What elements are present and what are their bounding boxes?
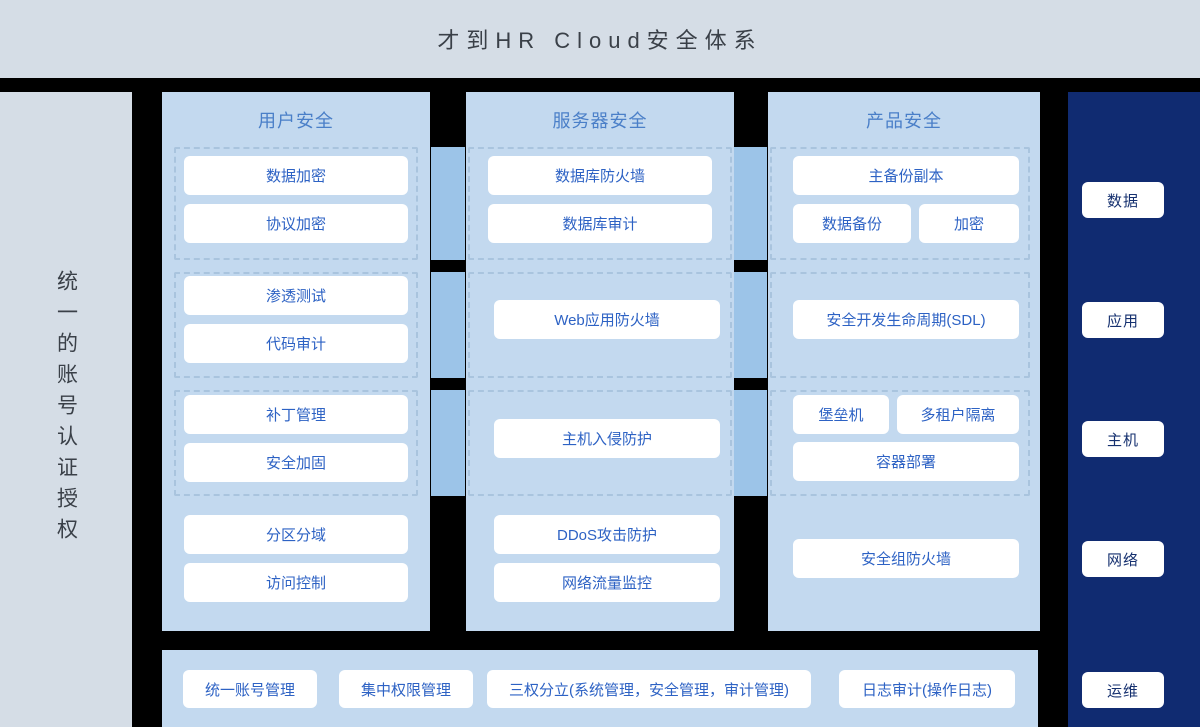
item-data-encryption[interactable]: 数据加密 [184,156,408,195]
item-primary-backup-replica[interactable]: 主备份副本 [793,156,1019,195]
layer-pill-host[interactable]: 主机 [1082,421,1164,457]
group-col1-row1 [174,147,418,260]
column-product-security: 产品安全 主备份副本 数据备份 加密 安全开发生命周期(SDL) 堡垒机 多租户… [768,92,1040,631]
group-col2-row1 [468,147,732,260]
right-sidebar-layers: 数据 应用 主机 网络 运维 [1068,92,1200,727]
item-unified-account-management[interactable]: 统一账号管理 [183,670,317,708]
item-separation-of-three-powers[interactable]: 三权分立(系统管理，安全管理，审计管理) [487,670,811,708]
left-sidebar-unified-auth: 统一的账号认证授权 [0,92,132,727]
connector-strip-col2-col3-row3 [733,390,767,496]
layer-pill-operations[interactable]: 运维 [1082,672,1164,708]
security-columns-area: 用户安全 数据加密 协议加密 渗透测试 代码审计 补丁管理 安全加固 分区分域 … [162,92,1040,631]
item-encryption[interactable]: 加密 [919,204,1019,243]
item-security-hardening[interactable]: 安全加固 [184,443,408,482]
group-col3-row3 [770,390,1030,496]
item-access-control[interactable]: 访问控制 [184,563,408,602]
item-multi-tenant-isolation[interactable]: 多租户隔离 [897,395,1019,434]
item-host-intrusion-prevention[interactable]: 主机入侵防护 [494,419,720,458]
item-ddos-protection[interactable]: DDoS攻击防护 [494,515,720,554]
layer-pill-application[interactable]: 应用 [1082,302,1164,338]
left-sidebar-label: 统一的账号认证授权 [54,270,78,549]
layer-pill-data[interactable]: 数据 [1082,182,1164,218]
connector-strip-col2-col3-row2 [733,272,767,378]
item-bastion-host[interactable]: 堡垒机 [793,395,889,434]
item-protocol-encryption[interactable]: 协议加密 [184,204,408,243]
group-col1-row3 [174,390,418,496]
column-header-product-security: 产品安全 [866,110,942,131]
group-col3-row1 [770,147,1030,260]
page-header: 才到HR Cloud安全体系 [0,0,1200,78]
group-col2-row3 [468,390,732,496]
group-col2-row2 [468,272,732,378]
item-database-firewall[interactable]: 数据库防火墙 [488,156,712,195]
item-code-audit[interactable]: 代码审计 [184,324,408,363]
item-data-backup[interactable]: 数据备份 [793,204,911,243]
column-server-security: 服务器安全 数据库防火墙 数据库审计 Web应用防火墙 主机入侵防护 DDoS攻… [466,92,734,631]
column-user-security: 用户安全 数据加密 协议加密 渗透测试 代码审计 补丁管理 安全加固 分区分域 … [162,92,430,631]
connector-strip-col2-col3-row1 [733,147,767,260]
group-col1-row2 [174,272,418,378]
item-log-audit[interactable]: 日志审计(操作日志) [839,670,1015,708]
connector-strip-col1-col2-row3 [431,390,465,496]
page-title: 才到HR Cloud安全体系 [437,28,763,53]
column-header-user-security: 用户安全 [258,110,334,131]
column-header-server-security: 服务器安全 [552,110,648,131]
item-secure-development-lifecycle[interactable]: 安全开发生命周期(SDL) [793,300,1019,339]
item-zone-partitioning[interactable]: 分区分域 [184,515,408,554]
item-web-application-firewall[interactable]: Web应用防火墙 [494,300,720,339]
connector-strip-col1-col2-row1 [431,147,465,260]
item-penetration-test[interactable]: 渗透测试 [184,276,408,315]
item-network-traffic-monitoring[interactable]: 网络流量监控 [494,563,720,602]
bottom-bar-account-management: 统一账号管理 集中权限管理 三权分立(系统管理，安全管理，审计管理) 日志审计(… [162,650,1038,727]
item-database-audit[interactable]: 数据库审计 [488,204,712,243]
item-container-deployment[interactable]: 容器部署 [793,442,1019,481]
item-security-group-firewall[interactable]: 安全组防火墙 [793,539,1019,578]
item-patch-management[interactable]: 补丁管理 [184,395,408,434]
group-col3-row2 [770,272,1030,378]
layer-pill-network[interactable]: 网络 [1082,541,1164,577]
item-centralized-permission-management[interactable]: 集中权限管理 [339,670,473,708]
connector-strip-col1-col2-row2 [431,272,465,378]
